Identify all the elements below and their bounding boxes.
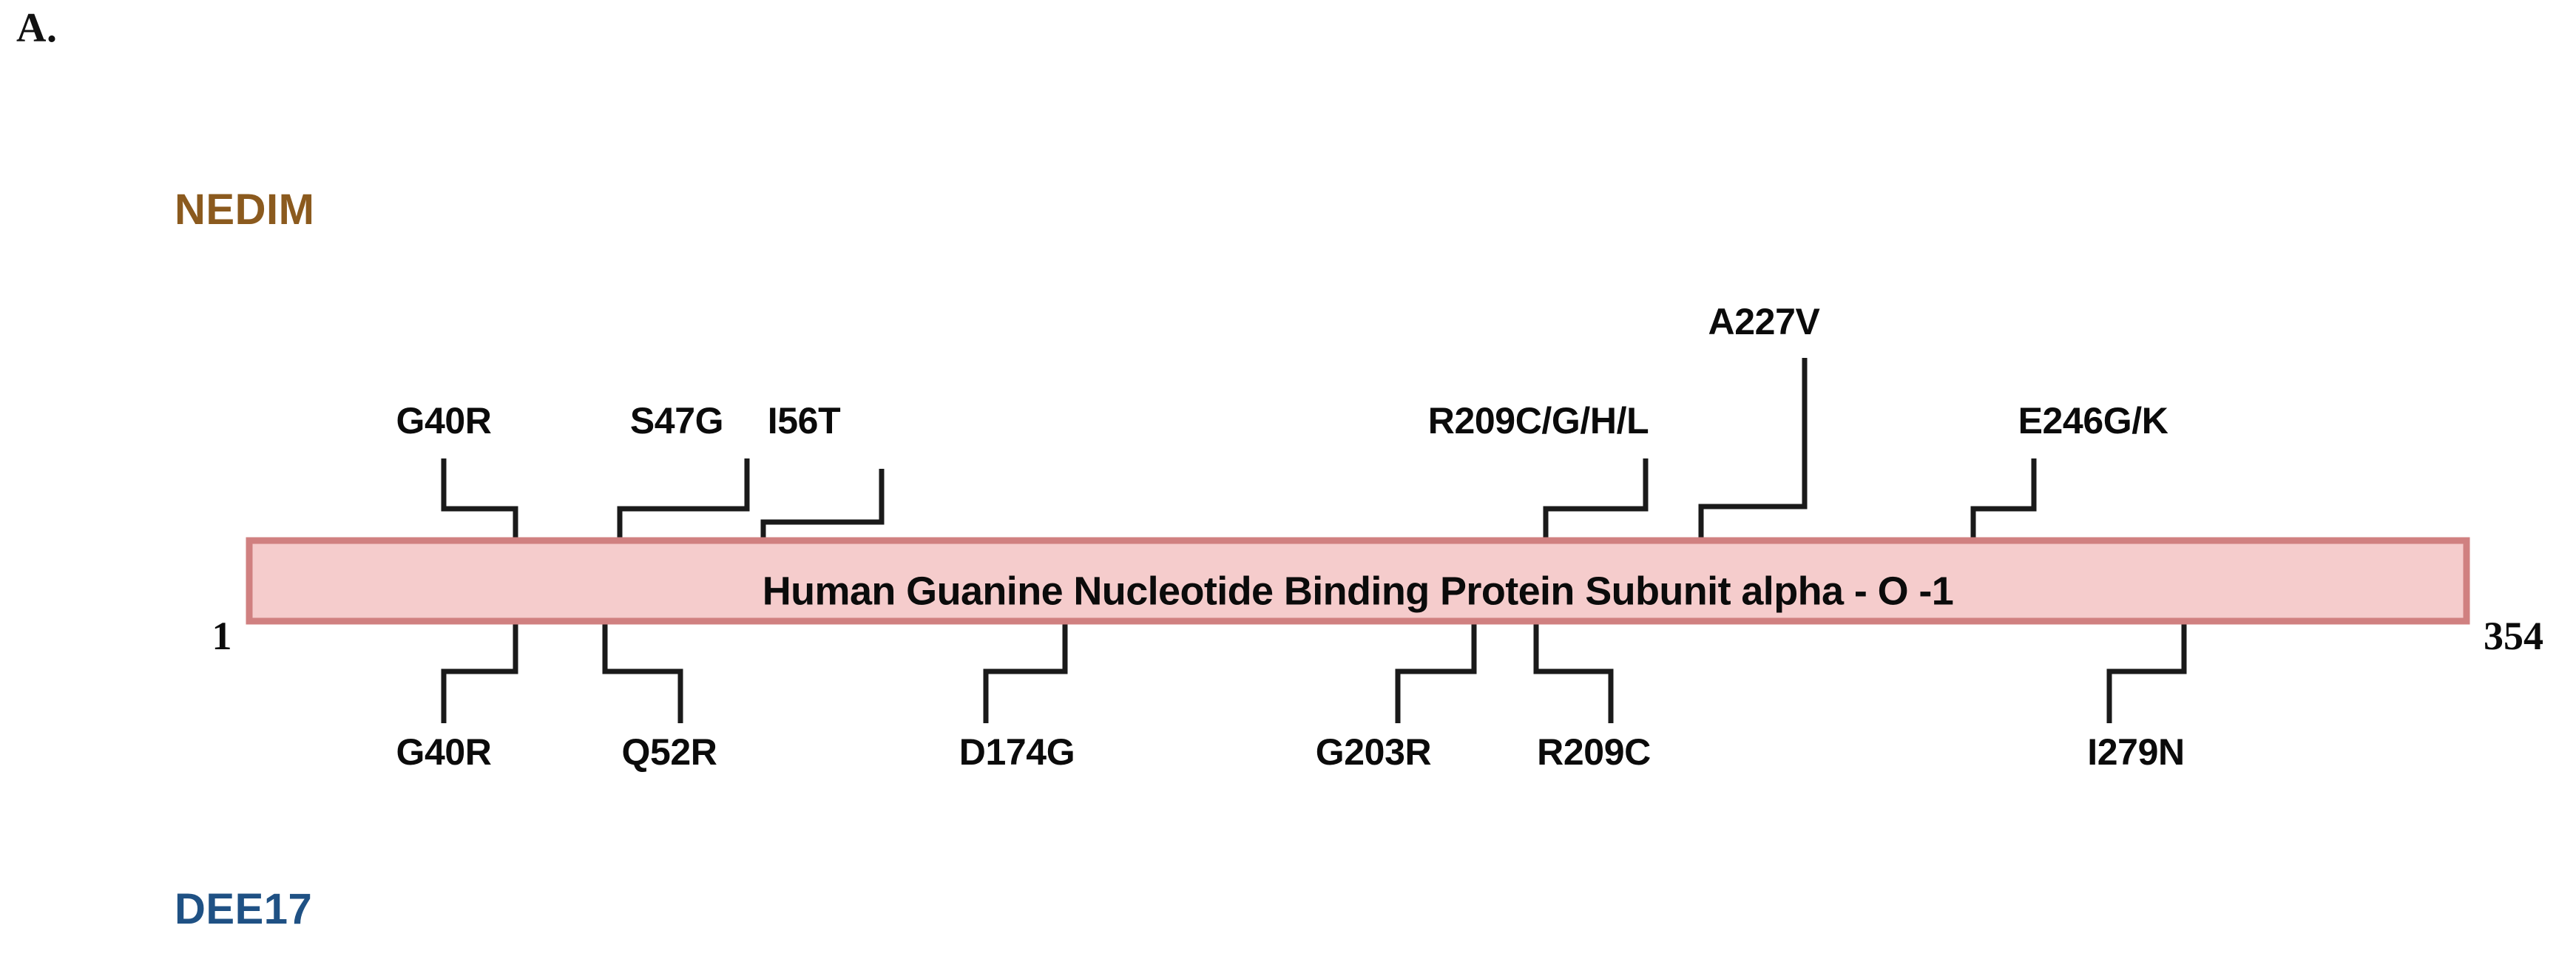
leader-line-R209C [1533,621,1614,723]
variant-label-top-E246G-K[interactable]: E246G/K [2018,400,2169,441]
group-label-dee17: DEE17 [175,885,313,933]
variant-label-top-G40R[interactable]: G40R [396,400,492,441]
group-label-nedim: NEDIM [175,186,315,234]
variant-label-bottom-D174G[interactable]: D174G [959,731,1075,773]
variant-label-top-I56T[interactable]: I56T [768,400,841,441]
leader-line-I279N [2106,621,2187,723]
leader-line-G40R [441,621,518,723]
variant-labels-top: G40R S47G I56T R209C/G/H/L A227V E246G/K [396,301,2168,441]
leader-line-I56T [760,469,885,541]
variant-label-bottom-G203R[interactable]: G203R [1316,731,1432,773]
leader-line-Q52R [602,621,683,723]
leader-lines-top [441,358,2037,541]
leader-line-A227V [1698,358,1808,541]
leader-line-D174G [983,621,1068,723]
variant-label-bottom-Q52R[interactable]: Q52R [621,731,717,773]
variant-label-top-S47G[interactable]: S47G [630,400,724,441]
variant-label-bottom-G40R[interactable]: G40R [396,731,492,773]
leader-line-S47G [617,458,750,541]
leader-line-E246G-K [1970,458,2037,541]
variant-label-top-A227V[interactable]: A227V [1708,301,1821,342]
variant-label-top-R209C-G-H-L[interactable]: R209C/G/H/L [1428,400,1649,441]
protein-bar[interactable] [246,537,2470,625]
variant-labels-bottom: G40R Q52R D174G G203R R209C I279N [396,731,2185,773]
c-terminus-position-label: 354 [2484,614,2543,658]
leader-line-G203R [1395,621,1477,723]
leader-line-G40R [441,458,518,541]
variant-label-bottom-R209C[interactable]: R209C [1537,731,1651,773]
panel-letter: A. [16,5,58,51]
n-terminus-position-label: 1 [212,614,232,658]
protein-bar-title: Human Guanine Nucleotide Binding Protein… [763,569,1953,613]
leader-lines-bottom [441,621,2187,723]
leader-line-R209C-G-H-L [1543,458,1649,541]
variant-label-bottom-I279N[interactable]: I279N [2087,731,2185,773]
